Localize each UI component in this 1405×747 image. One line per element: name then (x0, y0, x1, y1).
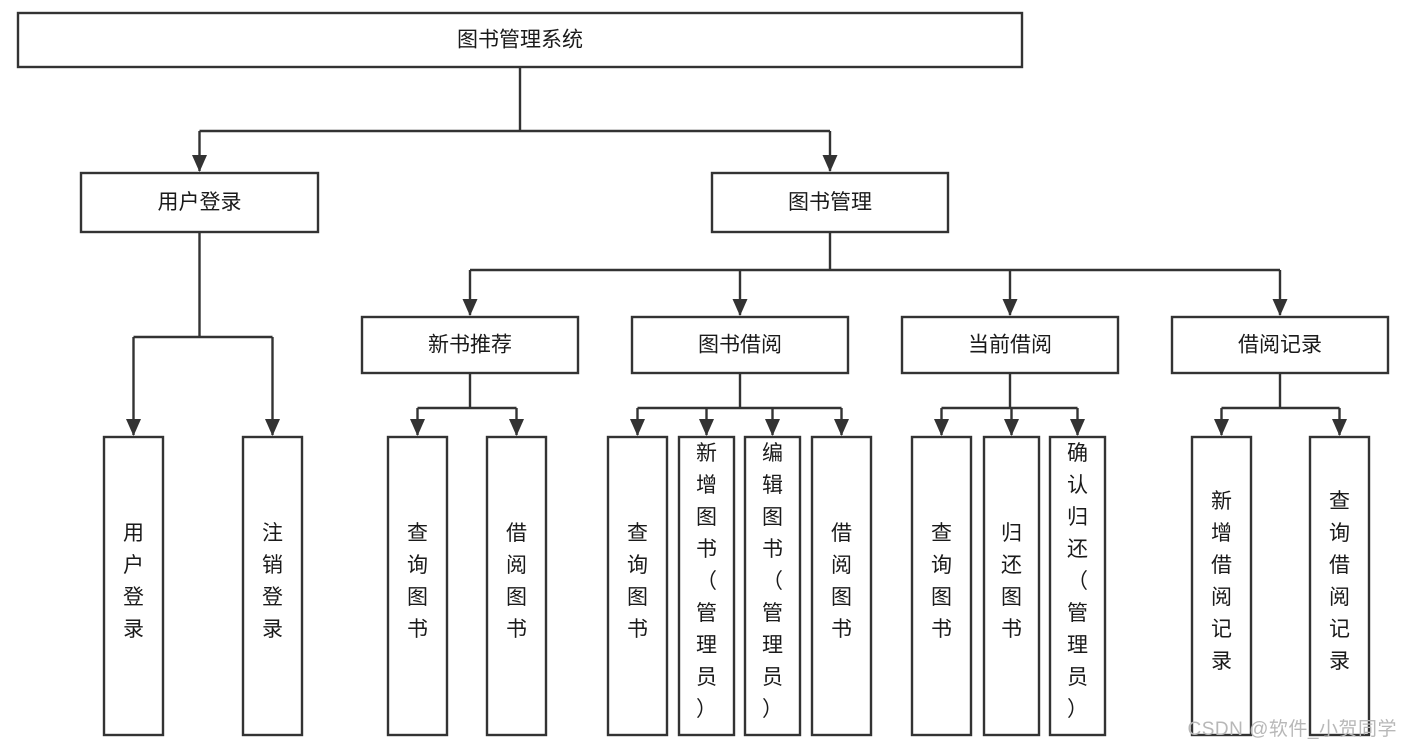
arrow-head-icon (934, 419, 949, 436)
node-box[interactable] (79, 171, 320, 234)
node-leaf[interactable]: 查询图书 (910, 435, 973, 737)
node-box[interactable] (1190, 435, 1253, 737)
node-label: 编辑图书（管理员） (762, 442, 783, 721)
node-box[interactable] (900, 315, 1120, 375)
arrow-head-icon (1004, 419, 1019, 436)
arrow-head-icon (509, 419, 524, 436)
connector-layer (126, 67, 1347, 436)
node-box[interactable] (743, 435, 802, 737)
arrow-head-icon (699, 419, 714, 436)
arrow-head-icon (192, 155, 207, 172)
node-box[interactable] (982, 435, 1041, 737)
node-leaf[interactable]: 归还图书 (982, 435, 1041, 737)
arrow-head-icon (1332, 419, 1347, 436)
node-box[interactable] (710, 171, 950, 234)
node-label: 新增借阅记录 (1211, 490, 1232, 673)
node-label: 查询图书 (407, 522, 428, 641)
arrow-head-icon (1214, 419, 1229, 436)
node-box[interactable] (241, 435, 304, 737)
node-label: 借阅图书 (506, 522, 527, 641)
node-leaf[interactable]: 查询借阅记录 (1308, 435, 1371, 737)
node-label: 借阅图书 (831, 522, 852, 641)
node-box[interactable] (810, 435, 873, 737)
node-level3[interactable]: 当前借阅 (900, 315, 1120, 375)
node-box[interactable] (1170, 315, 1390, 375)
node-level3[interactable]: 借阅记录 (1170, 315, 1390, 375)
arrow-head-icon (1002, 299, 1018, 316)
arrow-head-icon (462, 299, 478, 316)
node-box[interactable] (606, 435, 669, 737)
node-leaf[interactable]: 查询图书 (386, 435, 449, 737)
arrow-head-icon (1272, 299, 1288, 316)
arrow-head-icon (765, 419, 780, 436)
node-label: 当前借阅 (968, 334, 1052, 357)
node-label: 注销登录 (262, 522, 283, 641)
node-leaf[interactable]: 查询图书 (606, 435, 669, 737)
node-level2[interactable]: 用户登录 (79, 171, 320, 234)
node-box[interactable] (1048, 435, 1107, 737)
node-label: 图书管理 (788, 191, 872, 214)
node-label: 用户登录 (158, 191, 242, 214)
node-leaf[interactable]: 用户登录 (102, 435, 165, 737)
node-label: 查询图书 (931, 522, 952, 641)
node-label: 新书推荐 (428, 334, 512, 357)
node-leaf[interactable]: 编辑图书（管理员） (743, 435, 802, 737)
node-label: 图书管理系统 (457, 29, 583, 52)
node-leaf[interactable]: 新增借阅记录 (1190, 435, 1253, 737)
arrow-head-icon (822, 155, 838, 172)
node-leaf[interactable]: 新增图书（管理员） (677, 435, 736, 737)
node-leaf[interactable]: 确认归还（管理员） (1048, 435, 1107, 737)
node-label: 借阅记录 (1238, 334, 1322, 357)
node-label: 图书借阅 (698, 334, 782, 357)
node-label: 确认归还（管理员） (1067, 442, 1088, 721)
node-label: 用户登录 (123, 522, 144, 641)
node-label: 归还图书 (1001, 522, 1022, 641)
arrow-head-icon (834, 419, 849, 436)
node-layer: 图书管理系统用户登录图书管理新书推荐图书借阅当前借阅借阅记录用户登录注销登录查询… (16, 11, 1390, 737)
node-leaf[interactable]: 注销登录 (241, 435, 304, 737)
arrow-head-icon (1070, 419, 1085, 436)
node-box[interactable] (102, 435, 165, 737)
arrow-head-icon (410, 419, 425, 436)
node-box[interactable] (910, 435, 973, 737)
node-leaf[interactable]: 借阅图书 (810, 435, 873, 737)
node-box[interactable] (386, 435, 449, 737)
node-box[interactable] (1308, 435, 1371, 737)
node-label: 查询借阅记录 (1329, 490, 1350, 673)
node-box[interactable] (360, 315, 580, 375)
node-box[interactable] (485, 435, 548, 737)
node-leaf[interactable]: 借阅图书 (485, 435, 548, 737)
node-level3[interactable]: 新书推荐 (360, 315, 580, 375)
node-box[interactable] (630, 315, 850, 375)
arrow-head-icon (126, 419, 141, 436)
arrow-head-icon (630, 419, 645, 436)
arrow-head-icon (265, 419, 280, 436)
node-level3[interactable]: 图书借阅 (630, 315, 850, 375)
node-label: 查询图书 (627, 522, 648, 641)
node-level2[interactable]: 图书管理 (710, 171, 950, 234)
arrow-head-icon (732, 299, 748, 316)
node-box[interactable] (16, 11, 1024, 69)
node-root[interactable]: 图书管理系统 (16, 11, 1024, 69)
node-label: 新增图书（管理员） (696, 442, 717, 721)
node-box[interactable] (677, 435, 736, 737)
